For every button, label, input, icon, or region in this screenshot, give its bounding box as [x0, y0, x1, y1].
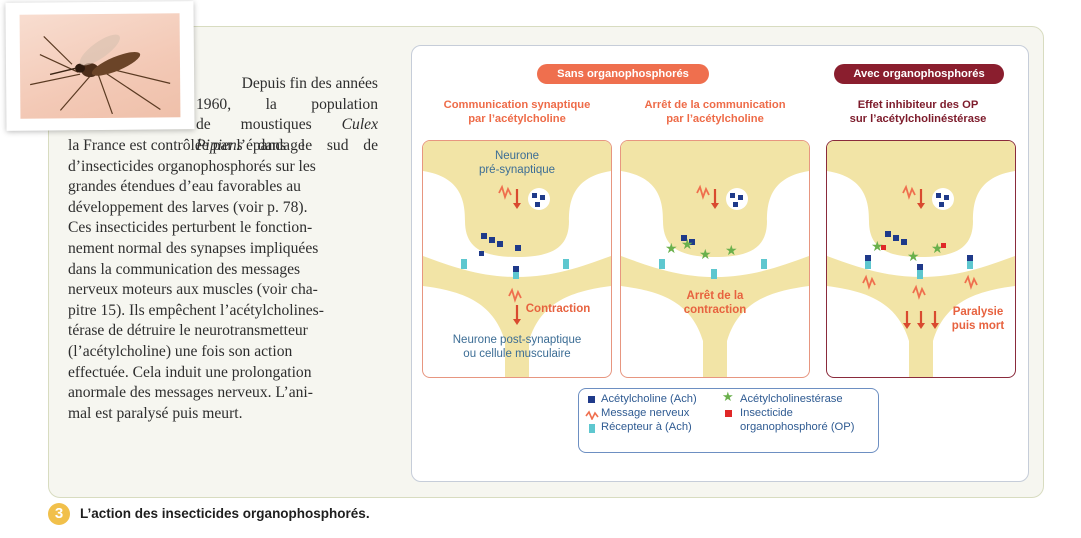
header-avec-op: Avec organophosphorés: [834, 64, 1004, 84]
subtitle-text: Communication synaptique par l’acétylcho…: [443, 99, 591, 125]
subtitle-communication: Communication synaptique par l’acétylcho…: [422, 98, 612, 126]
intro-text-top: Depuis fin des années 1960, la populatio…: [196, 74, 378, 156]
text-line: développement des larves (voir p. 78).: [68, 198, 308, 216]
intro-line: de moustiques Culex: [196, 116, 378, 134]
subtitle-text: Effet inhibiteur des OP sur l’acétylchol…: [849, 99, 987, 125]
svg-text:★: ★: [907, 249, 920, 265]
synapse-scene-arret: ★ ★ ★ ★ Arrêt de la contraction: [620, 140, 810, 378]
legend-ache: Acétylcholinestérase: [740, 393, 843, 405]
receptor-icon: [589, 424, 595, 433]
nerve-message-icon: [585, 410, 599, 420]
svg-text:★: ★: [681, 237, 694, 253]
text-line: la France est contrôlée par l’épandage: [68, 137, 305, 154]
text-line: Ces insecticides perturbent le fonction-: [68, 219, 313, 237]
legend-recepteur: Récepteur à (Ach): [601, 421, 692, 433]
text-line: effectuée. Cela induit une prolongation: [68, 363, 312, 381]
label-arret-contraction: Arrêt de la contraction: [683, 290, 747, 316]
legend-ach: Acétylcholine (Ach): [601, 393, 697, 405]
acetylcholinesterase-icon: ★: [722, 390, 734, 405]
svg-text:★: ★: [931, 241, 944, 257]
subtitle-arret: Arrêt de la communication par l’acétylch…: [620, 98, 810, 126]
figure-number-badge: 3: [48, 503, 70, 525]
synapse-scene-normal: Neurone pré-synaptique Contraction Neuro…: [422, 140, 612, 378]
svg-text:★: ★: [725, 243, 738, 259]
svg-text:★: ★: [871, 239, 884, 255]
label-contraction: Contraction: [525, 303, 591, 315]
text-line: mal est paralysé puis meurt.: [68, 404, 243, 422]
caption-text: L’action des insecticides organophosphor…: [80, 506, 370, 521]
svg-text:★: ★: [665, 241, 678, 257]
svg-text:★: ★: [699, 247, 712, 263]
receptor: [513, 269, 519, 279]
label-neurone-pre: Neurone pré-synaptique: [478, 150, 556, 176]
subtitle-effet-op: Effet inhibiteur des OP sur l’acétylchol…: [818, 98, 1018, 126]
legend-op: Insecticide organophosphoré (OP): [740, 407, 855, 433]
receptor: [461, 259, 467, 269]
legend-message: Message nerveux: [601, 407, 690, 419]
synapse-scene-op: ★ ★ ★ Paralysie puis mort: [826, 140, 1016, 378]
op-insecticide-icon: [725, 410, 732, 417]
receptor: [563, 259, 569, 269]
text-line: anormale des messages nerveux. L’ani-: [68, 384, 313, 402]
text-line: grandes étendues d’eau favorables au: [68, 178, 301, 196]
label-neurone-post: Neurone post-synaptique ou cellule muscu…: [452, 334, 582, 360]
acetylcholine-icon: [588, 396, 595, 403]
legend-box: Acétylcholine (Ach) Message nerveux Réce…: [578, 388, 879, 453]
text-line: térase de détruire le neurotransmetteur: [68, 322, 308, 340]
text-line: dans la communication des messages: [68, 260, 301, 278]
intro-line: Pipiens dans le sud de: [196, 136, 378, 154]
text-line: nerveux moteurs aux muscles (voir cha-: [68, 281, 318, 299]
mosquito-photo: [5, 1, 195, 131]
text-line: nement normal des synapses impliquées: [68, 239, 319, 257]
text-line: (l’acétylcholine) une fois son action: [68, 342, 293, 360]
text-line: d’insecticides organophosphorés sur les: [68, 157, 316, 175]
text-line: pitre 15). Ils empêchent l’acétylcholine…: [68, 301, 324, 319]
intro-line: 1960, la population: [196, 95, 378, 113]
intro-text-main: la France est contrôlée par l’épandage d…: [68, 136, 378, 424]
nerve-message-icon: [498, 184, 512, 200]
mosquito-image: [19, 13, 181, 119]
header-sans-op: Sans organophosphorés: [537, 64, 709, 84]
subtitle-text: Arrêt de la communication par l’acétylch…: [644, 99, 786, 125]
label-paralysie: Paralysie puis mort: [951, 306, 1005, 332]
intro-line: Depuis fin des années: [241, 75, 378, 92]
